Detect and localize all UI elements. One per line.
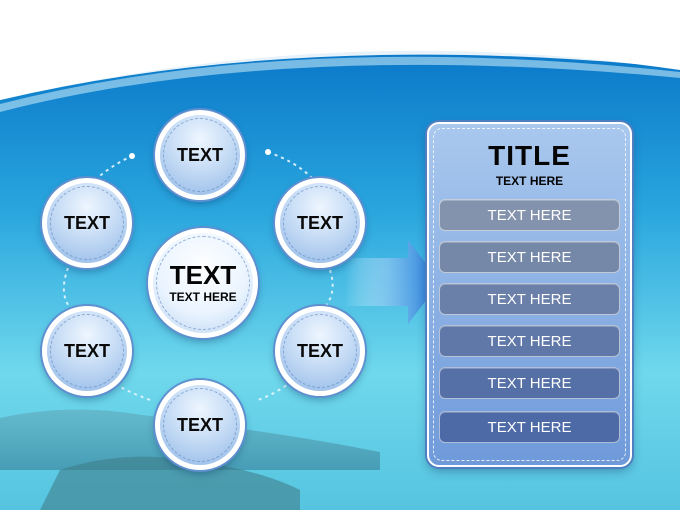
node-upper-right: TEXT xyxy=(275,178,365,268)
center-node-subtitle: TEXT HERE xyxy=(169,290,237,304)
right-arrow-icon xyxy=(345,240,440,324)
node-lower-left-label: TEXT xyxy=(63,340,110,361)
panel-title: TITLE xyxy=(488,140,571,171)
node-top: TEXT xyxy=(155,110,245,200)
panel-item: TEXT HERE xyxy=(439,367,620,399)
panel-item: TEXT HERE xyxy=(439,241,620,273)
node-upper-left: TEXT xyxy=(42,178,132,268)
node-upper-left-label: TEXT xyxy=(63,212,110,233)
node-bottom-label: TEXT xyxy=(176,414,223,435)
node-upper-right-label: TEXT xyxy=(296,212,343,233)
panel-subtitle: TEXT HERE xyxy=(495,174,564,188)
panel-item: TEXT HERE xyxy=(439,411,620,443)
node-bottom: TEXT xyxy=(155,380,245,470)
node-top-label: TEXT xyxy=(176,144,223,165)
node-lower-right-label: TEXT xyxy=(296,340,343,361)
node-lower-right: TEXT xyxy=(275,306,365,396)
title-panel: TITLE TEXT HERE TEXT HERE TEXT HERE TEXT… xyxy=(427,122,632,467)
node-lower-left: TEXT xyxy=(42,306,132,396)
panel-item: TEXT HERE xyxy=(439,199,620,231)
panel-item: TEXT HERE xyxy=(439,283,620,315)
panel-item: TEXT HERE xyxy=(439,325,620,357)
center-node-title: TEXT xyxy=(169,260,237,290)
center-node: TEXT TEXT HERE xyxy=(148,228,258,338)
